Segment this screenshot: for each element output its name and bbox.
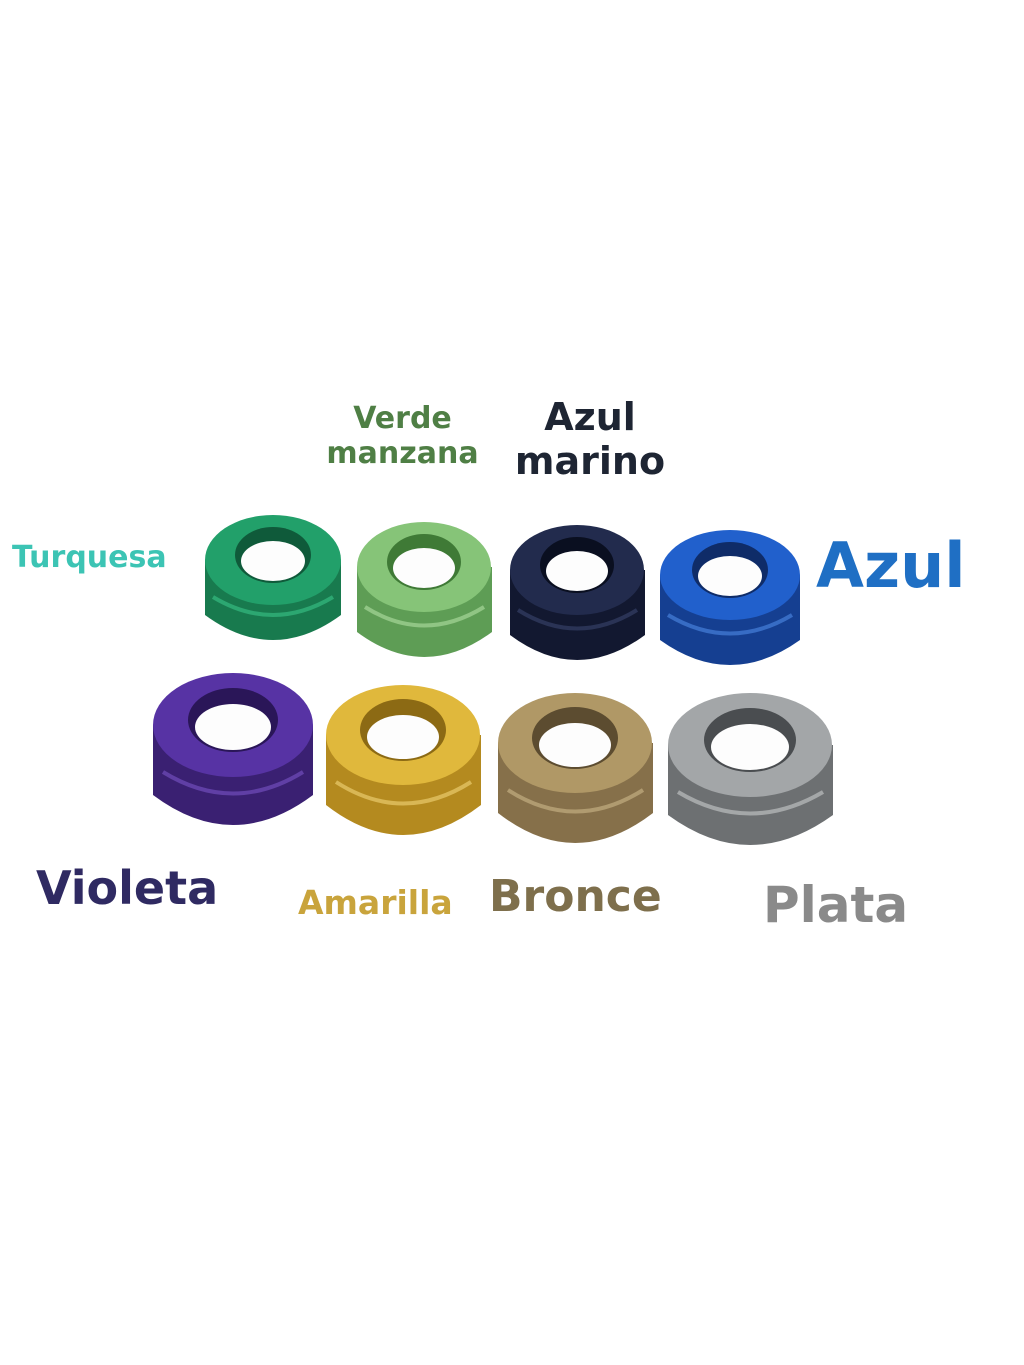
- bronce-ring: [498, 693, 653, 843]
- label-verde-manzana: Verde manzana: [320, 401, 485, 471]
- label-turquesa: Turquesa: [12, 540, 167, 575]
- label-amarilla: Amarilla: [298, 883, 453, 922]
- label-verde-line1: Verde: [353, 401, 452, 436]
- label-verde-line2: manzana: [326, 435, 479, 471]
- verde-manzana-ring: [357, 522, 492, 657]
- label-azul-marino: Azul marino: [505, 395, 675, 483]
- turquesa-ring: [205, 515, 341, 640]
- label-plata: Plata: [763, 876, 909, 934]
- label-marino-line1: Azul: [544, 395, 636, 439]
- label-bronce: Bronce: [489, 871, 662, 922]
- amarilla-ring: [326, 685, 481, 835]
- azul-marino-ring: [510, 525, 645, 660]
- label-azul: Azul: [816, 529, 966, 602]
- plata-ring: [668, 693, 833, 845]
- label-violeta: Violeta: [36, 861, 219, 915]
- label-marino-line2: marino: [514, 438, 666, 483]
- violeta-ring: [153, 673, 313, 825]
- azul-ring: [660, 530, 800, 665]
